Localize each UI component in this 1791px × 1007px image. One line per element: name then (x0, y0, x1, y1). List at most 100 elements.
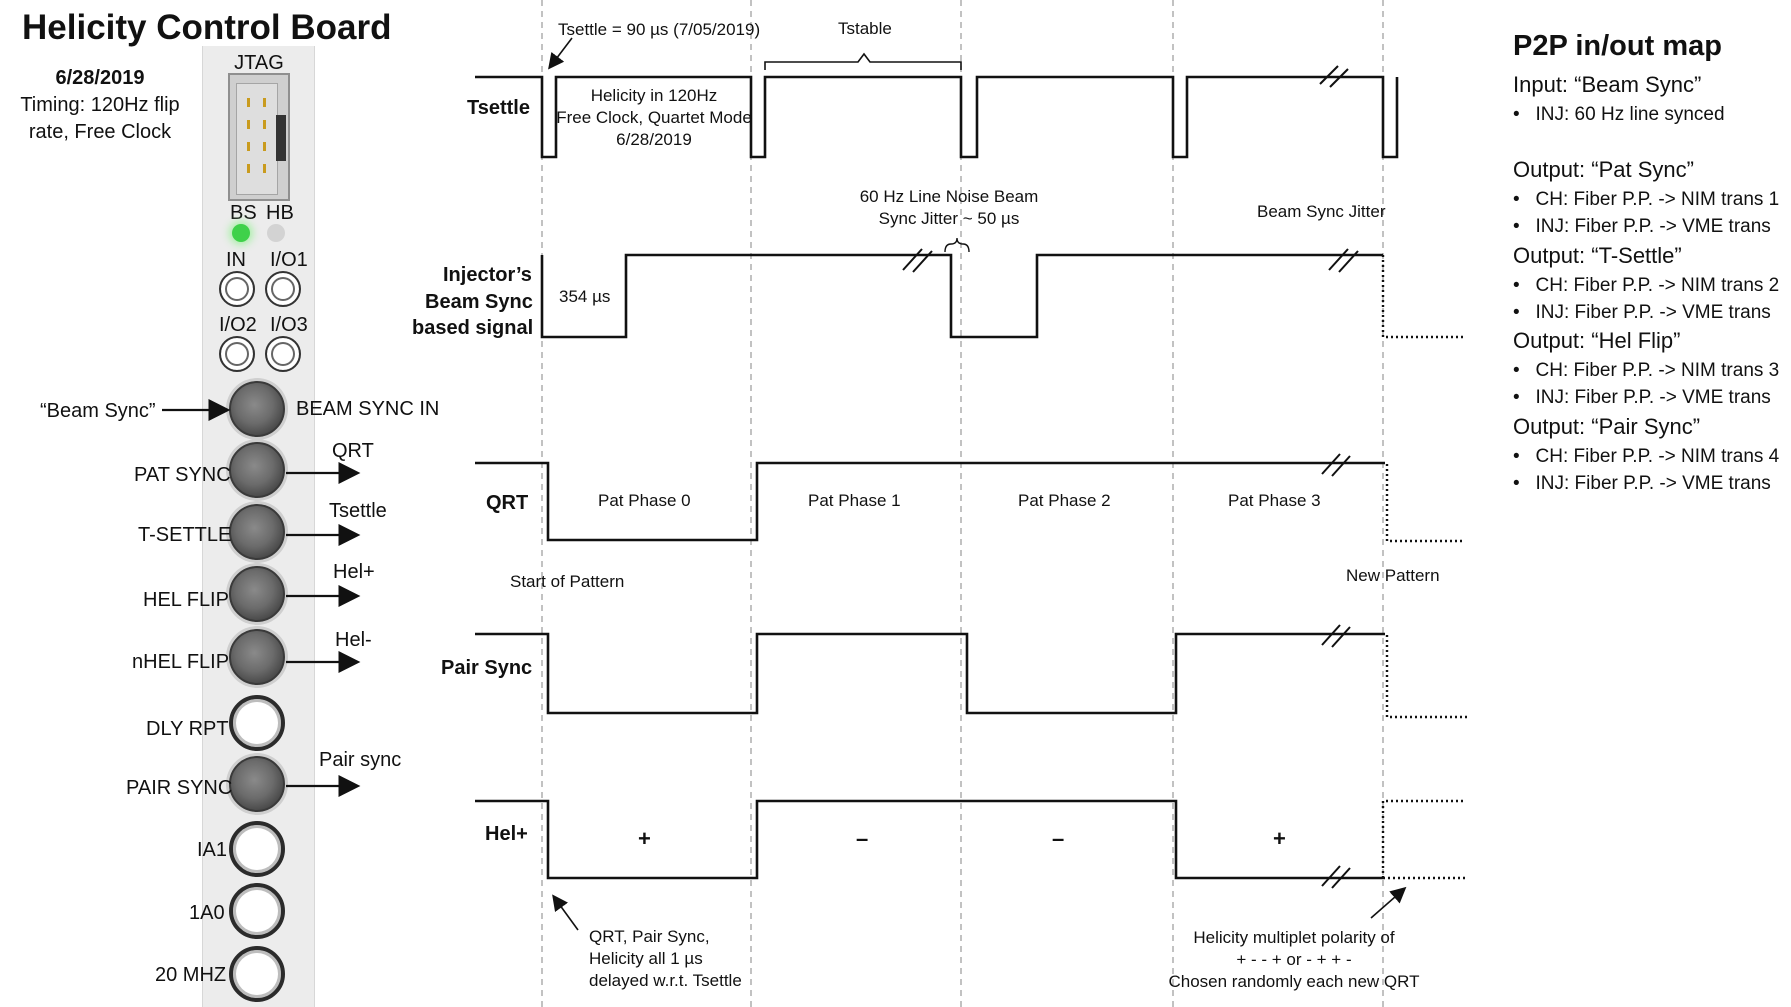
qrt-signal-label: QRT (486, 492, 529, 514)
map-input-item-0: • INJ: 60 Hz line synced (1513, 104, 1725, 125)
bs-led-icon (232, 224, 250, 242)
map-section-2-item-1: • INJ: Fiber P.P. -> VME trans (1513, 387, 1771, 408)
delay-pointer-arrow (552, 894, 579, 931)
hel-minus-output-label: Hel- (335, 629, 372, 651)
delay-note-line2: Helicity all 1 µs (589, 949, 703, 968)
tsettle-value-label: Tsettle = 90 µs (7/05/2019) (558, 20, 761, 39)
map-section-0-item-1: • INJ: Fiber P.P. -> VME trans (1513, 216, 1771, 237)
pat-sync-label: PAT SYNC (134, 464, 231, 486)
multiplet-note-line2: + - - + or - + + - (1236, 950, 1352, 969)
qrt-dotted-continuation (1383, 461, 1464, 543)
ia1-connector[interactable] (229, 821, 285, 877)
t-settle-label: T-SETTLE (138, 524, 232, 546)
map-section-2-title: Output: “Hel Flip” (1513, 328, 1681, 353)
hel-plus-waveform (475, 799, 1383, 880)
start-of-pattern-label: Start of Pattern (510, 572, 625, 591)
map-section-0-item-0: • CH: Fiber P.P. -> NIM trans 1 (1513, 189, 1780, 210)
pat-phase-2-label: Pat Phase 2 (1018, 491, 1111, 510)
map-section-1-item-0: • CH: Fiber P.P. -> NIM trans 2 (1513, 275, 1780, 296)
us354-label: 354 µs (559, 287, 611, 306)
small-io2-label: I/O2 (219, 314, 257, 336)
injector-waveform (540, 253, 1383, 339)
nhel-flip-label: nHEL FLIP (132, 651, 230, 673)
helicity-mode-line2: Free Clock, Quartet Mode (556, 108, 752, 127)
bullet-icon: • (1513, 275, 1536, 296)
injector-label-line1: Injector’s (443, 264, 532, 286)
map-input-title: Input: “Beam Sync” (1513, 72, 1702, 97)
io2-connector[interactable] (219, 336, 255, 372)
injector-label-line2: Beam Sync (425, 291, 533, 313)
jtag-label: JTAG (234, 52, 284, 74)
delay-note-line3: delayed w.r.t. Tsettle (589, 971, 742, 990)
multiplet-pointer-arrow (1370, 886, 1407, 919)
helicity-mode-line1: Helicity in 120Hz (590, 86, 718, 105)
led-bs-label: BS (230, 202, 257, 224)
nhel-flip-connector[interactable] (229, 629, 285, 685)
bullet-icon: • (1513, 104, 1536, 125)
jitter-brace (944, 237, 970, 253)
tsettle-output-label: Tsettle (329, 500, 387, 522)
small-io3-label: I/O3 (270, 314, 308, 336)
in-connector[interactable] (219, 271, 255, 307)
board-timing-line2: rate, Free Clock (28, 121, 172, 143)
pair-sync-signal-label: Pair Sync (441, 657, 533, 679)
small-in-label: IN (226, 249, 246, 271)
injector-dotted-continuation (1381, 255, 1466, 339)
tsettle-break-icon (1319, 65, 1349, 88)
tsettle-pointer-arrow (548, 37, 573, 70)
bullet-icon: • (1513, 360, 1536, 381)
tsettle-signal-label: Tsettle (467, 97, 530, 119)
hel-flip-connector[interactable] (229, 566, 285, 622)
pat-phase-0-label: Pat Phase 0 (598, 491, 691, 510)
bullet-icon: • (1513, 216, 1536, 237)
io3-connector[interactable] (265, 336, 301, 372)
helicity-mode-line3: 6/28/2019 (616, 130, 692, 149)
bullet-icon: • (1513, 446, 1536, 467)
mhz20-connector[interactable] (229, 946, 285, 1002)
pair-sync-label: PAIR SYNC (126, 777, 233, 799)
tstable-brace (764, 52, 962, 70)
hel-plus-output-label: Hel+ (333, 561, 375, 583)
hel-plus-break-icon (1321, 865, 1351, 889)
line-noise-line1: 60 Hz Line Noise Beam (859, 187, 1039, 206)
small-io1-label: I/O1 (270, 249, 308, 271)
pair-sync-break-icon (1321, 624, 1351, 648)
pair-sync-output-label: Pair sync (319, 749, 402, 771)
bullet-icon: • (1513, 387, 1536, 408)
map-section-3-title: Output: “Pair Sync” (1513, 414, 1701, 439)
map-title: P2P in/out map (1513, 30, 1722, 62)
map-section-3-item-0: • CH: Fiber P.P. -> NIM trans 4 (1513, 446, 1780, 467)
pat-sync-connector[interactable] (229, 442, 285, 498)
map-section-2-item-0: • CH: Fiber P.P. -> NIM trans 3 (1513, 360, 1780, 381)
beam-sync-jitter-label: Beam Sync Jitter (1257, 202, 1386, 221)
hel-sign-3: – (1052, 826, 1065, 851)
tstable-label: Tstable (838, 19, 892, 38)
led-hb-label: HB (266, 202, 294, 224)
dly-rpt-label: DLY RPT (146, 718, 229, 740)
dly-rpt-connector[interactable] (229, 695, 285, 751)
map-section-0-title: Output: “Pat Sync” (1513, 157, 1694, 182)
board-timing-line1: Timing: 120Hz flip (20, 94, 180, 116)
map-section-3-item-1: • INJ: Fiber P.P. -> VME trans (1513, 473, 1771, 494)
map-section-1-title: Output: “T-Settle” (1513, 243, 1682, 268)
hel-sign-1: + (638, 826, 651, 851)
hel-flip-label: HEL FLIP (143, 589, 229, 611)
t-settle-connector[interactable] (229, 504, 285, 560)
hel-plus-dotted-high (1381, 799, 1466, 878)
pair-sync-connector[interactable] (229, 756, 285, 812)
jtag-connector (228, 73, 290, 201)
ia0-label: 1A0 (189, 902, 225, 924)
map-section-1-item-1: • INJ: Fiber P.P. -> VME trans (1513, 302, 1771, 323)
bullet-icon: • (1513, 473, 1536, 494)
bullet-icon: • (1513, 302, 1536, 323)
io1-connector[interactable] (265, 271, 301, 307)
multiplet-note-line1: Helicity multiplet polarity of (1193, 928, 1395, 947)
ia0-connector[interactable] (229, 883, 285, 939)
injector-label-line3: based signal (412, 317, 534, 339)
qrt-break-icon (1321, 453, 1351, 477)
multiplet-note-line3: Chosen randomly each new QRT (1168, 972, 1420, 991)
pat-phase-1-label: Pat Phase 1 (808, 491, 901, 510)
beam-sync-input-label: “Beam Sync” (40, 400, 156, 422)
qrt-output-label: QRT (332, 440, 374, 462)
